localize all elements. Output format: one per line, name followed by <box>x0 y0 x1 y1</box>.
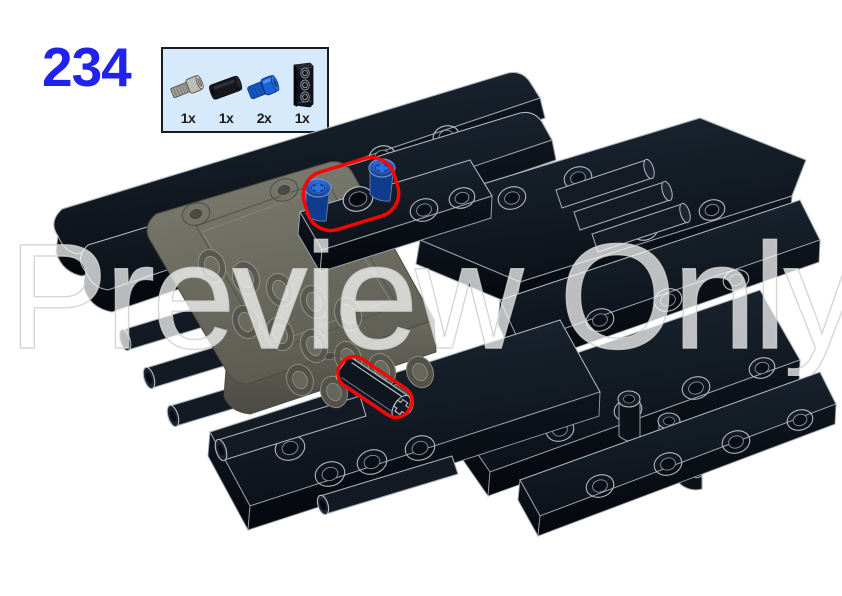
part-quantity: 2x <box>256 110 272 126</box>
part-quantity: 1x <box>294 110 310 126</box>
blue-technic-pin-icon <box>245 64 283 110</box>
black-technic-brick-frame-icon <box>283 62 321 110</box>
part-item: 1x <box>207 64 245 125</box>
part-item: 1x <box>283 62 321 126</box>
blue-pins-highlight <box>301 155 401 233</box>
part-item: 1x <box>169 64 207 125</box>
axle-group-top-right <box>555 158 691 253</box>
part-quantity: 1x <box>180 110 196 126</box>
highlight-outlines <box>301 155 414 420</box>
light-gray-axle-pin-connector-icon <box>169 64 207 110</box>
part-quantity: 1x <box>218 110 234 126</box>
black-axle-connector-icon <box>207 64 245 110</box>
beam-group-right <box>415 117 837 538</box>
parts-list: 1x 1x <box>163 49 327 131</box>
beam-group-lower-left <box>118 287 601 532</box>
black-axle-highlight <box>336 354 414 420</box>
step-number: 234 <box>42 36 132 98</box>
part-item: 2x <box>245 64 283 125</box>
gray-tube-row-1 <box>197 248 363 332</box>
parts-callout-box: 1x 1x <box>161 47 329 133</box>
blue-pin-left <box>304 178 332 222</box>
